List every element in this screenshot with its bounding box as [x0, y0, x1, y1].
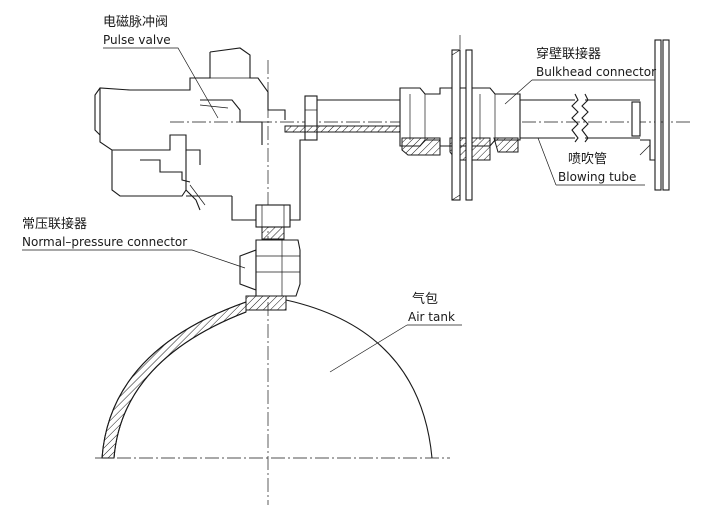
pulse-valve-body: [94, 47, 316, 221]
air-tank: [101, 299, 433, 459]
callout-blowing-tube: 喷吹管 Blowing tube: [558, 152, 636, 184]
normal-pressure-connector-label-en: Normal–pressure connector: [22, 235, 187, 249]
bulkhead-connector-label-cn: 穿壁联接器: [536, 46, 601, 62]
bulkhead-connector-label-en: Bulkhead connector: [536, 65, 656, 79]
blowing-tube-label-cn: 喷吹管: [568, 152, 607, 167]
callout-air-tank: 气包 Air tank: [408, 291, 455, 324]
callout-bulkhead-connector: 穿壁联接器 Bulkhead connector: [536, 46, 656, 79]
normal-pressure-connector-label-cn: 常压联接器: [22, 216, 87, 232]
normal-pressure-connector: [239, 204, 301, 311]
callout-pulse-valve: 电磁脉冲阀 Pulse valve: [103, 15, 171, 47]
leader-lines: [22, 47, 655, 373]
pulse-valve-label-en: Pulse valve: [103, 33, 171, 47]
blowing-tube-assembly: [284, 39, 670, 201]
blowing-tube-label-en: Blowing tube: [558, 170, 636, 184]
air-tank-label-en: Air tank: [408, 310, 455, 324]
air-tank-label-cn: 气包: [412, 291, 438, 307]
center-lines: [95, 35, 690, 505]
pulse-valve-label-cn: 电磁脉冲阀: [103, 15, 168, 30]
callout-normal-pressure-connector: 常压联接器 Normal–pressure connector: [22, 216, 187, 249]
